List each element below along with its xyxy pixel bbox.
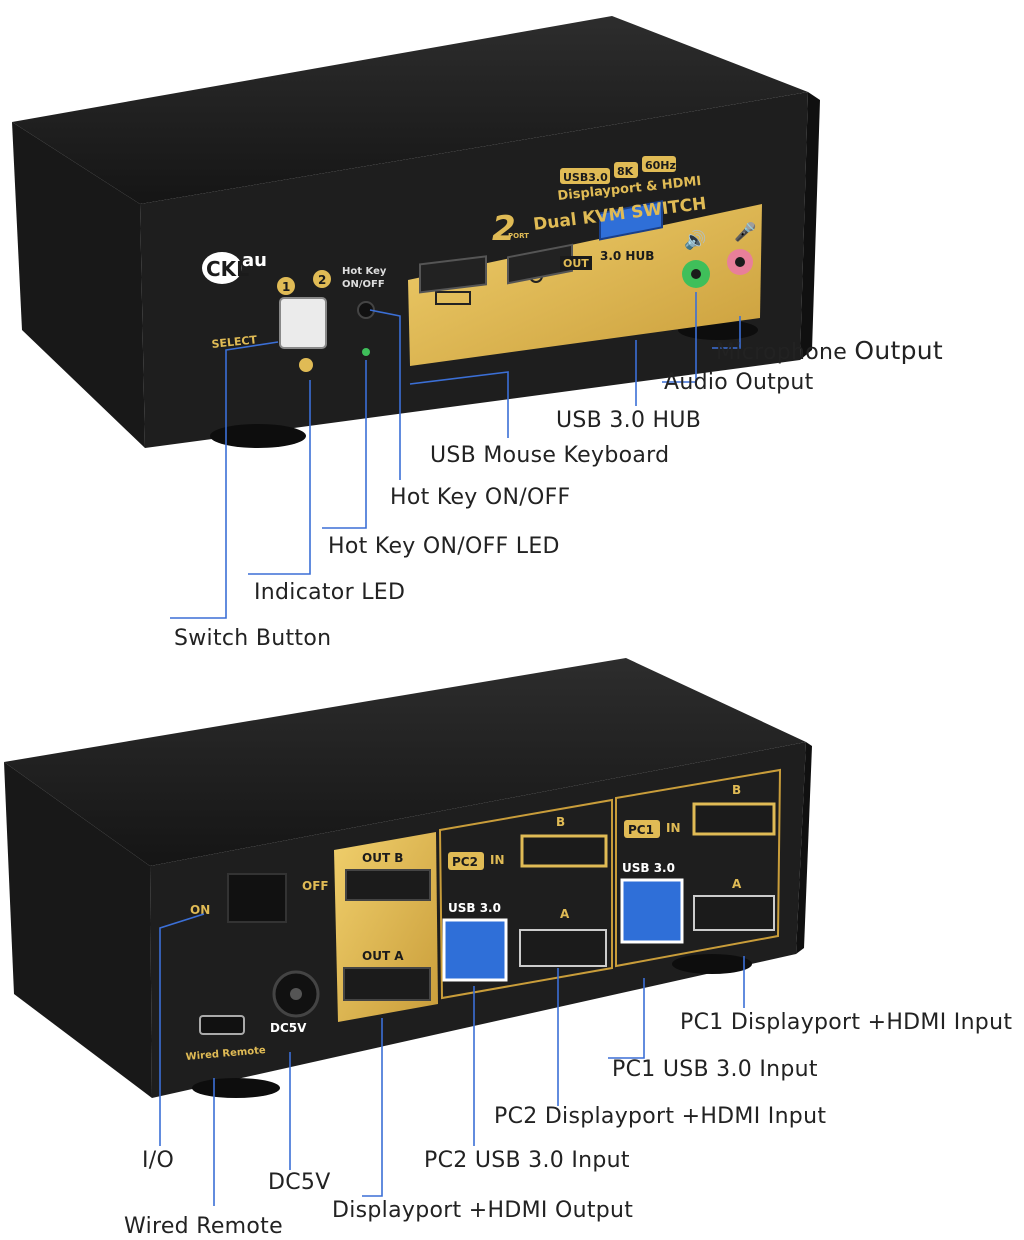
callout-hot-key: Hot Key ON/OFF bbox=[390, 485, 571, 510]
callout-output-word: Output bbox=[854, 336, 944, 365]
usb-hub-port[interactable] bbox=[599, 200, 663, 241]
callout-usb-mouse-keyboard: USB Mouse Keyboard bbox=[430, 443, 670, 468]
callout-pc2-usb: PC2 USB 3.0 Input bbox=[424, 1148, 630, 1173]
callout-microphone-output: Microphone Output bbox=[716, 336, 943, 365]
out-a-label: OUT A bbox=[362, 949, 404, 963]
pc2-usb-label: USB 3.0 bbox=[448, 901, 501, 915]
pc1-dp-port[interactable] bbox=[693, 895, 775, 931]
dc5v-port-label: DC5V bbox=[270, 1021, 307, 1035]
callout-usb-hub: USB 3.0 HUB bbox=[556, 408, 702, 433]
callout-io: I/O bbox=[142, 1148, 175, 1173]
pc2-in-label: IN bbox=[490, 853, 505, 867]
wired-remote-port[interactable] bbox=[199, 1015, 245, 1035]
pc1-hdmi-port[interactable] bbox=[692, 802, 776, 836]
pc2-label: PC2 bbox=[452, 855, 478, 869]
dp-output-port[interactable] bbox=[343, 967, 431, 1001]
brand-logo: CKL au bbox=[202, 250, 267, 284]
port-1-marker: 1 bbox=[282, 280, 290, 294]
hotkey-label-line2: ON/OFF bbox=[342, 279, 385, 290]
indicator-led bbox=[299, 358, 313, 372]
callout-switch-button: Switch Button bbox=[174, 626, 332, 651]
usb-keyboard-port[interactable] bbox=[419, 255, 487, 294]
front-unit: OUT 3.0 HUB 🔊 🎤 USB3.0 8K 60Hz Displaypo… bbox=[12, 16, 820, 448]
keyboard-icon bbox=[435, 291, 471, 305]
pc1-frame bbox=[615, 768, 782, 968]
port-2-marker: 2 bbox=[318, 273, 326, 287]
callout-audio-output: Audio Output bbox=[664, 370, 814, 395]
microphone-icon: 🎤 bbox=[734, 221, 756, 243]
pc1-in-label: IN bbox=[666, 821, 681, 835]
pc2-a-marker: A bbox=[560, 907, 570, 921]
pc2-frame bbox=[438, 798, 613, 1000]
pc1-a-marker: A bbox=[732, 877, 742, 891]
pc2-b-marker: B bbox=[556, 815, 565, 829]
off-label: OFF bbox=[302, 879, 329, 893]
svg-text:au: au bbox=[242, 250, 267, 271]
back-unit: ON OFF DC5V Wired Remote OUT B OUT A PC2… bbox=[4, 658, 812, 1098]
pc2-hdmi-port[interactable] bbox=[520, 834, 608, 868]
on-label: ON bbox=[190, 903, 210, 917]
callout-pc1-dp-hdmi: PC1 Displayport +HDMI Input bbox=[680, 1010, 1013, 1035]
audio-output-jack[interactable] bbox=[682, 260, 710, 288]
callout-hot-key-led: Hot Key ON/OFF LED bbox=[328, 534, 560, 559]
power-switch[interactable] bbox=[227, 873, 287, 923]
hotkey-led bbox=[362, 348, 370, 356]
pc2-dp-port[interactable] bbox=[519, 929, 607, 967]
back-leader-lines bbox=[159, 913, 745, 1206]
pc1-usb-label: USB 3.0 bbox=[622, 861, 675, 875]
callout-pc1-usb: PC1 USB 3.0 Input bbox=[612, 1057, 818, 1082]
pc1-b-marker: B bbox=[732, 783, 741, 797]
callout-pc2-dp-hdmi: PC2 Displayport +HDMI Input bbox=[494, 1104, 827, 1129]
badge-usb: USB3.0 bbox=[563, 171, 608, 184]
switch-button[interactable] bbox=[279, 297, 327, 349]
front-leader-lines bbox=[170, 292, 741, 619]
badge-res: 8K bbox=[617, 165, 634, 178]
callout-wired-remote: Wired Remote bbox=[124, 1214, 283, 1239]
out-b-label: OUT B bbox=[362, 851, 403, 865]
callout-dc5v: DC5V bbox=[268, 1170, 331, 1195]
hub-label: 3.0 HUB bbox=[600, 249, 654, 263]
hotkey-label-line1: Hot Key bbox=[342, 266, 387, 277]
badge-hz: 60Hz bbox=[645, 159, 676, 172]
microphone-jack[interactable] bbox=[727, 249, 753, 275]
pc1-usb-port[interactable] bbox=[620, 878, 684, 944]
svg-text:CKL: CKL bbox=[206, 257, 249, 281]
callout-microphone-word: Microphone bbox=[716, 340, 855, 365]
pc2-usb-port[interactable] bbox=[442, 918, 508, 982]
callout-indicator-led: Indicator LED bbox=[254, 580, 406, 605]
hdmi-output-port[interactable] bbox=[345, 869, 431, 901]
pc1-label: PC1 bbox=[628, 823, 654, 837]
front-gold-panel bbox=[408, 204, 762, 366]
port-number: 2 bbox=[492, 209, 516, 249]
callout-dp-hdmi-output: Displayport +HDMI Output bbox=[332, 1198, 634, 1223]
port-word: PORT bbox=[508, 232, 529, 240]
speaker-icon: 🔊 bbox=[684, 229, 706, 251]
out-label: OUT bbox=[563, 257, 589, 270]
